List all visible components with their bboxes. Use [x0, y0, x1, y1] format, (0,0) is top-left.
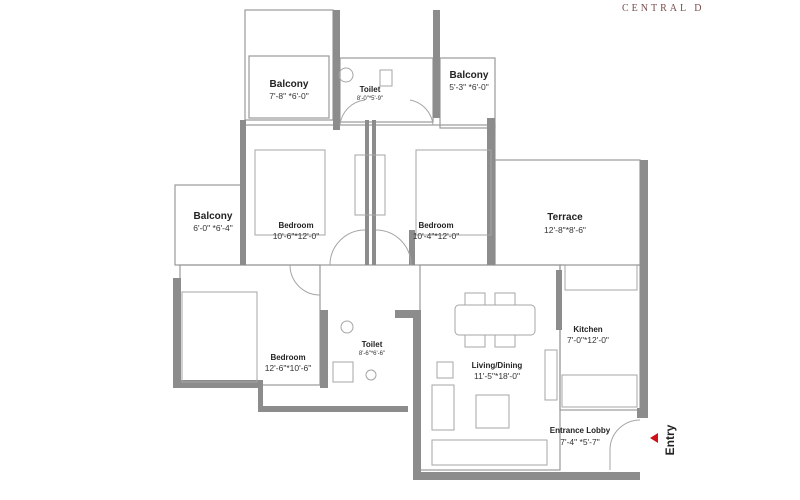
toilet-top-dim: 8'-0"*5'-9" [357, 96, 383, 102]
toilet-top-name: Toilet [360, 85, 381, 94]
toilet-bottom-name: Toilet [362, 340, 383, 349]
balcony-top-left-name: Balcony [270, 79, 309, 90]
terrace-name: Terrace [547, 212, 583, 223]
balcony-top-right-name: Balcony [450, 70, 489, 81]
toilet-bottom-dim: 8'-6"*6'-6" [359, 351, 385, 357]
entrance-lobby-name: Entrance Lobby [550, 426, 611, 435]
bedroom-2-name: Bedroom [418, 221, 453, 230]
terrace-dim: 12'-8"*8'-6" [544, 225, 586, 235]
balcony-left-dim: 6'-0" *6'-4" [193, 223, 233, 233]
bedroom-3-dim: 12'-6"*10'-6" [265, 363, 312, 373]
balcony-top-right-dim: 5'-3" *6'-0" [449, 82, 489, 92]
entry-label: Entry [663, 424, 677, 455]
bedroom-1-dim: 10'-6"*12'-0" [273, 231, 320, 241]
entrance-lobby-dim: 7'-4" *5'-7" [560, 437, 600, 447]
bedroom-3-name: Bedroom [270, 353, 305, 362]
balcony-top-left-dim: 7'-8" *6'-0" [269, 91, 309, 101]
balcony-left-name: Balcony [194, 211, 233, 222]
bedroom-2-dim: 10'-4"*12'-0" [413, 231, 460, 241]
kitchen-dim: 7'-0"*12'-0" [567, 335, 609, 345]
bedroom-1-name: Bedroom [278, 221, 313, 230]
living-dining-dim: 11'-5"*18'-0" [474, 371, 520, 381]
entry-arrow-icon [650, 433, 658, 443]
furniture [181, 67, 641, 470]
kitchen-name: Kitchen [573, 325, 602, 334]
brand-logo-text: CENTRAL D [622, 3, 705, 14]
living-dining-name: Living/Dining [472, 361, 523, 370]
